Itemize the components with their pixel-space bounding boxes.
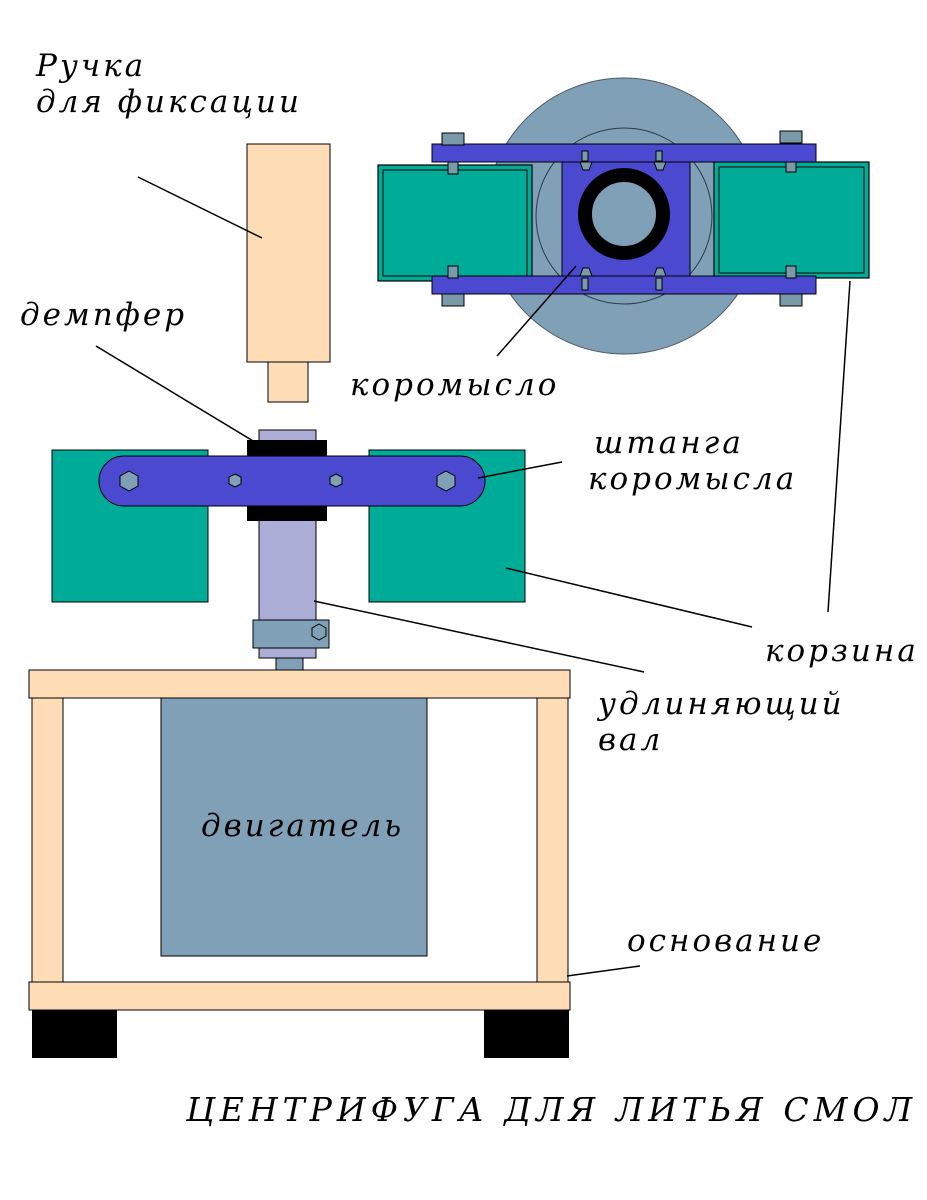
- label-motor: двигатель: [201, 808, 404, 844]
- label-rocker: коромысло: [350, 367, 559, 403]
- top-view: [377, 77, 870, 355]
- base-top-board: [28, 669, 571, 699]
- basket-right-top: [713, 161, 870, 279]
- hex-nut-icons-side: [119, 470, 456, 492]
- label-rocker-rod-line2: коромысла: [588, 461, 797, 497]
- damper-upper: [247, 440, 327, 456]
- label-shaft-line2: вал: [598, 722, 663, 758]
- basket-left-top: [377, 164, 533, 282]
- label-rocker-rod-line1: штанга: [594, 425, 744, 461]
- rocker-bar-top-upper: [431, 143, 817, 163]
- fixing-handle-tip: [267, 361, 309, 403]
- label-base: основание: [627, 923, 824, 959]
- rocker-rod-side: [98, 455, 486, 507]
- label-shaft-line1: удлиняющий: [596, 686, 845, 722]
- rocker-bar-top-lower: [431, 275, 817, 295]
- base-post-left: [31, 697, 64, 983]
- label-handle-line2: для фиксации: [36, 84, 302, 120]
- rotor-inner-ring-top: [535, 127, 713, 305]
- label-handle-line1: Ручка: [35, 48, 146, 84]
- label-damper: демпфер: [20, 297, 187, 333]
- base-bottom-board: [28, 981, 571, 1011]
- leader-lines: [95, 176, 851, 977]
- base-foot-right: [484, 1010, 569, 1058]
- motor-body: [160, 697, 428, 957]
- bolt-icons-top: [441, 130, 803, 307]
- damper-lower: [247, 505, 327, 521]
- base-post-right: [536, 697, 569, 983]
- label-basket: корзина: [765, 633, 919, 669]
- fixing-handle: [246, 143, 331, 363]
- motor-spindle: [275, 657, 304, 671]
- hub-ring-top: [578, 168, 670, 260]
- coupling-bolt-icon: [311, 623, 327, 641]
- shaft-coupling: [252, 619, 330, 649]
- diagram-title: ЦЕНТРИФУГА ДЛЯ ЛИТЬЯ СМОЛ: [185, 1090, 917, 1129]
- base-foot-left: [32, 1010, 117, 1058]
